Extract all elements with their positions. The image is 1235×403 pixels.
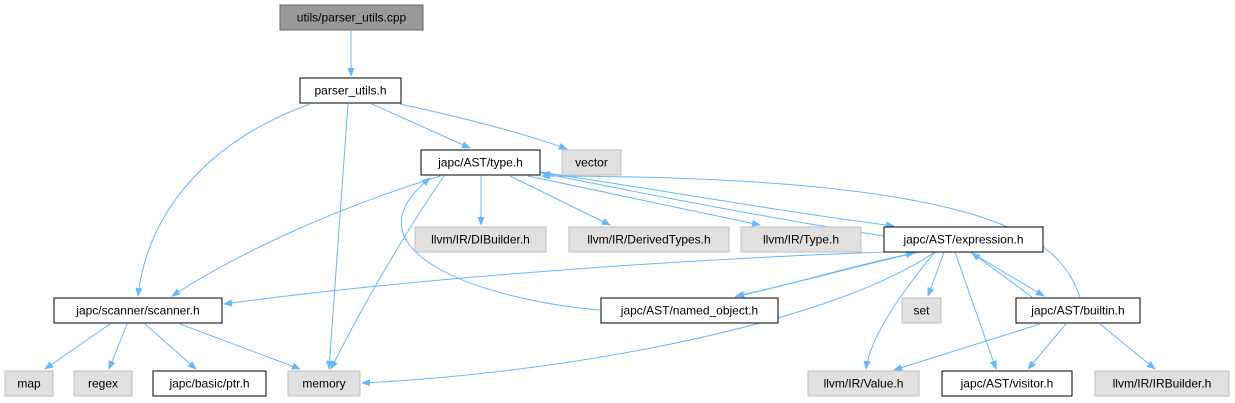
edge-parser_utils_h-to-memory: [325, 103, 349, 370]
node-box: [4, 370, 54, 397]
node-box: [152, 370, 267, 397]
node-expression-h[interactable]: japc/AST/expression.h: [883, 226, 1044, 253]
node-regex: regex: [73, 370, 133, 397]
node-scanner-h[interactable]: japc/scanner/scanner.h: [53, 297, 223, 324]
node-label: vector: [575, 156, 608, 170]
edge-scanner_h-to-map: [44, 323, 111, 370]
node-box: [901, 297, 942, 324]
node-box: [299, 77, 402, 104]
node-label: japc/AST/type.h: [437, 156, 523, 170]
edge-builtin_h-to-type_h: [541, 172, 1081, 298]
node-box: [568, 226, 730, 253]
node-box: [73, 370, 133, 397]
node-named-object-h[interactable]: japc/AST/named_object.h: [600, 297, 779, 324]
node-parser-utils-h[interactable]: parser_utils.h: [299, 77, 402, 104]
node-box: [600, 297, 779, 324]
edge-expression_h-to-set: [927, 251, 945, 297]
node-label: utils/parser_utils.cpp: [297, 11, 407, 25]
edge-type_h-to-derivedtypes: [509, 175, 611, 226]
node-label: regex: [88, 377, 118, 391]
node-derivedtypes: llvm/IR/DerivedTypes.h: [568, 226, 730, 253]
edge-builtin_h-to-expression_h: [971, 252, 1033, 298]
node-label: set: [913, 304, 930, 318]
node-value-h: llvm/IR/Value.h: [807, 370, 920, 397]
node-box: [1094, 370, 1230, 397]
edge-parser_utils_h-to-scanner_h: [135, 103, 311, 297]
edge-expression_h-to-builtin_h: [969, 251, 1045, 297]
node-box: [287, 370, 361, 397]
node-map: map: [4, 370, 54, 397]
edge-expression_h-to-memory: [361, 251, 936, 387]
edge-expression_h-to-scanner_h: [223, 251, 887, 307]
edge-scanner_h-to-memory: [179, 323, 301, 370]
node-label: llvm/IR/DerivedTypes.h: [587, 233, 710, 247]
edge-expression_h-to-value_h: [863, 251, 936, 370]
nodes-layer: utils/parser_utils.cpp parser_utils.hjapc…: [4, 4, 1230, 397]
node-box: [561, 149, 622, 176]
edge-builtin_h-to-value_h: [893, 323, 1041, 371]
node-box: [279, 4, 424, 31]
node-visitor-h[interactable]: japc/AST/visitor.h: [941, 370, 1073, 397]
node-box: [883, 226, 1044, 253]
edge-builtin_h-to-visitor_h: [1027, 323, 1067, 370]
node-irbuilder: llvm/IR/IRBuilder.h: [1094, 370, 1230, 397]
node-type-h[interactable]: japc/AST/type.h: [420, 149, 541, 176]
edge-scanner_h-to-ptr_h: [144, 323, 197, 370]
edge-parser_utils_h-to-type_h: [371, 103, 471, 149]
node-label: japc/AST/visitor.h: [960, 377, 1054, 391]
node-label: japc/basic/ptr.h: [168, 377, 249, 391]
edge-scanner_h-to-regex: [108, 323, 128, 370]
node-label: llvm/IR/IRBuilder.h: [1113, 377, 1212, 391]
node-builtin-h[interactable]: japc/AST/builtin.h: [1015, 297, 1141, 324]
node-label: llvm/IR/DIBuilder.h: [431, 233, 530, 247]
edges-layer: [44, 31, 1156, 387]
node-label: memory: [302, 377, 345, 391]
edge-type_h-to-scanner_h: [171, 175, 441, 297]
node-box: [1015, 297, 1141, 324]
node-label: llvm/IR/Type.h: [763, 233, 839, 247]
edge-type_h-to-expression_h: [539, 171, 895, 229]
edge-expression_h-to-visitor_h: [954, 251, 997, 370]
node-label: japc/AST/builtin.h: [1030, 304, 1124, 318]
node-label: japc/AST/named_object.h: [620, 304, 758, 318]
node-memory: memory: [287, 370, 361, 397]
node-set: set: [901, 297, 942, 324]
node-label: japc/AST/expression.h: [902, 233, 1023, 247]
node-label: map: [17, 377, 41, 391]
node-dibuilder: llvm/IR/DIBuilder.h: [414, 226, 547, 253]
node-box: [740, 226, 862, 253]
node-label: japc/scanner/scanner.h: [75, 304, 199, 318]
node-label: parser_utils.h: [314, 84, 386, 98]
node-vector: vector: [561, 149, 622, 176]
edge-named_object_h-to-type_h: [401, 177, 601, 311]
edge-type_h-to-llvm_type: [527, 175, 761, 227]
node-box: [941, 370, 1073, 397]
node-parser-utils-cpp[interactable]: utils/parser_utils.cpp: [279, 4, 424, 31]
edge-parser_utils_h-to-vector: [399, 103, 568, 150]
node-box: [420, 149, 541, 176]
node-box: [53, 297, 223, 324]
edge-named_object_h-to-expression_h: [734, 251, 915, 298]
edge-builtin_h-to-irbuilder: [1099, 323, 1156, 370]
node-label: llvm/IR/Value.h: [824, 377, 904, 391]
edge-type_h-to-memory: [330, 175, 445, 370]
node-llvm-type: llvm/IR/Type.h: [740, 226, 862, 253]
node-box: [414, 226, 547, 253]
node-ptr-h[interactable]: japc/basic/ptr.h: [152, 370, 267, 397]
node-box: [807, 370, 920, 397]
